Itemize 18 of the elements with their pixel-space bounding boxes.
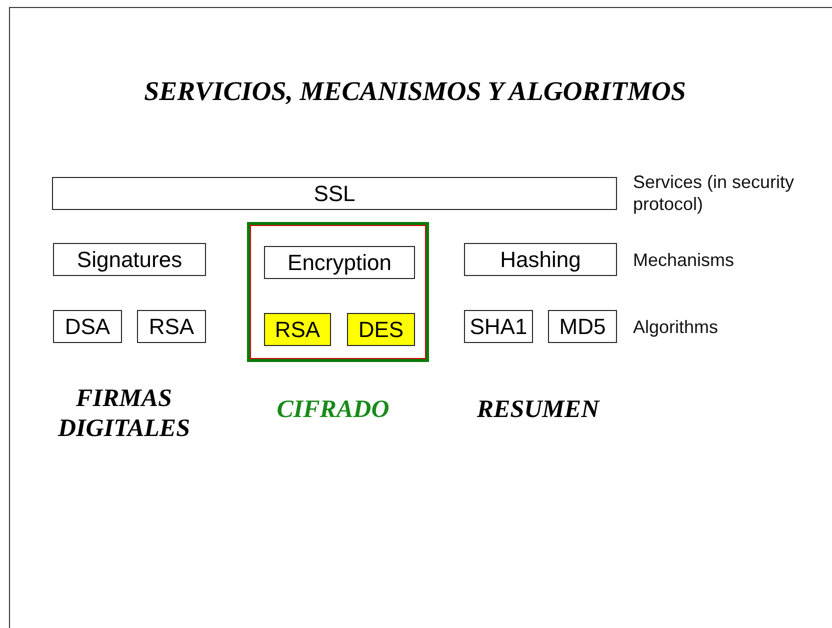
mechanism-box: Hashing bbox=[464, 243, 617, 276]
algorithm-box: RSA bbox=[264, 313, 331, 346]
group-name: FIRMAS DIGITALES bbox=[56, 384, 191, 444]
layer-label: Mechanisms bbox=[633, 249, 734, 271]
title: SERVICIOS, MECANISMOS Y ALGORITMOS bbox=[143, 76, 687, 107]
mechanism-box: Signatures bbox=[53, 243, 206, 276]
highlight-frame bbox=[247, 222, 429, 362]
algorithm-box: MD5 bbox=[548, 310, 617, 343]
layer-label: Services (in security protocol) bbox=[633, 171, 796, 215]
ssl-box: SSL bbox=[52, 177, 617, 210]
algorithm-box: DES bbox=[347, 313, 415, 346]
group-name: CIFRADO bbox=[276, 395, 390, 425]
group-name: RESUMEN bbox=[476, 395, 600, 425]
algorithm-box: DSA bbox=[53, 310, 122, 343]
layer-label: Algorithms bbox=[633, 316, 718, 338]
mechanism-box: Encryption bbox=[264, 246, 415, 279]
algorithm-box: SHA1 bbox=[464, 310, 533, 343]
algorithm-box: RSA bbox=[137, 310, 206, 343]
